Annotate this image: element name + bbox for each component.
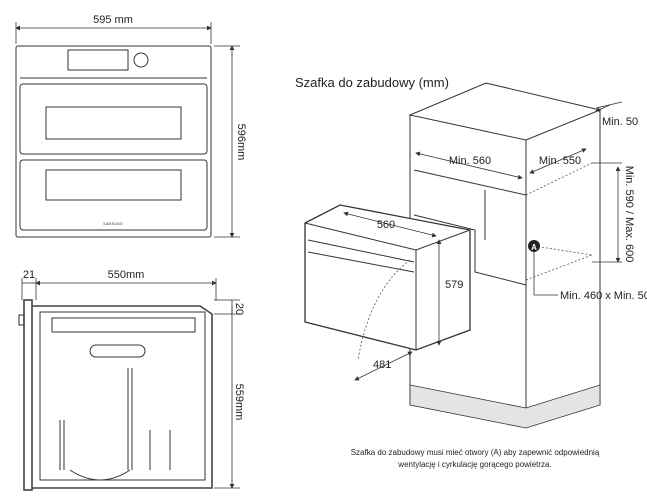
top-gap-label: Min. 50 [602,116,638,128]
side-top-label: 20 [233,303,245,315]
cabinet-title: Szafka do zabudowy (mm) [295,75,449,90]
ventilation-note-line1: Szafka do zabudowy musi mieć otwory (A) … [351,448,600,457]
front-width-label: 595 mm [93,14,133,26]
cabinet-diagram: Szafka do zabudowy (mm) Min. 560 Min. 55… [295,75,647,469]
inner-height-label: Min. 590 / Max. 600 [623,166,635,263]
oven-front-view: 595 mm SAMSUNG 596mm [15,14,247,238]
oven-height-label: 579 [445,279,463,291]
inner-width-label: Min. 560 [449,155,491,167]
oven-side-view: 21 550mm 20 559mm [18,269,245,491]
vent-marker-icon [528,240,540,252]
oven-width-label: 560 [377,219,395,231]
side-depth-label: 550mm [108,269,145,281]
ventilation-note-line2: wentylację i cyrkulację gorącego powietr… [397,460,551,469]
front-height-label: 596mm [235,124,247,161]
door-depth-label: 21 [23,269,35,281]
door-swing-label: 481 [373,359,391,371]
inner-depth-label: Min. 550 [539,155,581,167]
side-height-label: 559mm [233,384,245,421]
vent-opening-label: Min. 460 x Min. 50 [560,290,647,302]
vent-marker-label: A [531,243,537,252]
brand-logo: SAMSUNG [103,222,123,226]
